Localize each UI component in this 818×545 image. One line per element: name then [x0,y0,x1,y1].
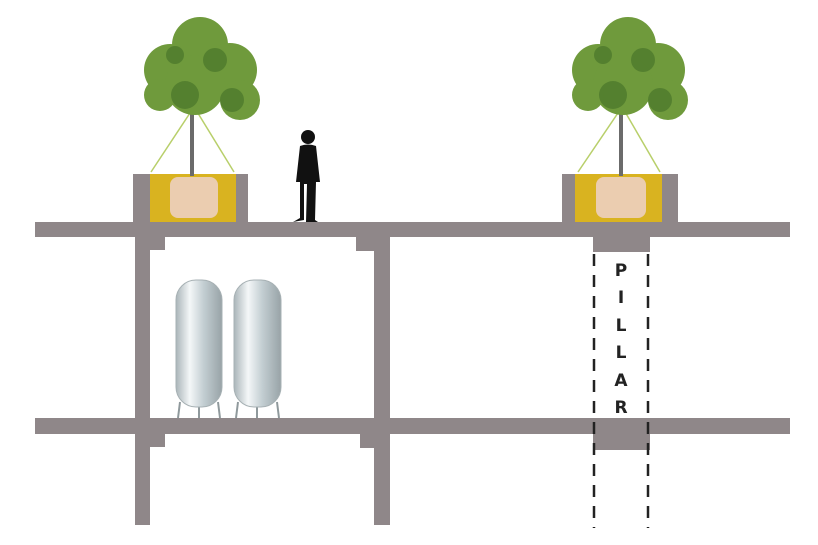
person-silhouette-icon [293,130,320,222]
pillar-outline [592,254,650,528]
left-planter [133,174,248,224]
middle-column [374,237,390,525]
upper-slab [35,222,790,237]
pillar-label: P I L L A R [614,261,628,418]
pillar-letter: L [616,343,627,363]
haunch [356,237,374,251]
tree-icon [144,17,260,176]
storage-tank-icon [175,279,223,419]
storage-tank-icon [233,279,282,419]
pillar-letter: L [616,316,627,336]
pillar-top-cap [593,237,650,252]
pillar-letter: I [618,288,624,308]
concrete-structure [35,222,790,525]
pillar-letter: A [614,371,628,391]
pillar-letter: P [615,261,627,281]
pillar-lower-cap [593,418,650,450]
right-planter [562,174,678,224]
haunch [150,434,165,447]
left-column [135,237,150,525]
tree-icon [572,17,688,176]
pillar-letter: R [614,398,627,418]
haunch [360,434,374,448]
haunch [150,237,165,250]
